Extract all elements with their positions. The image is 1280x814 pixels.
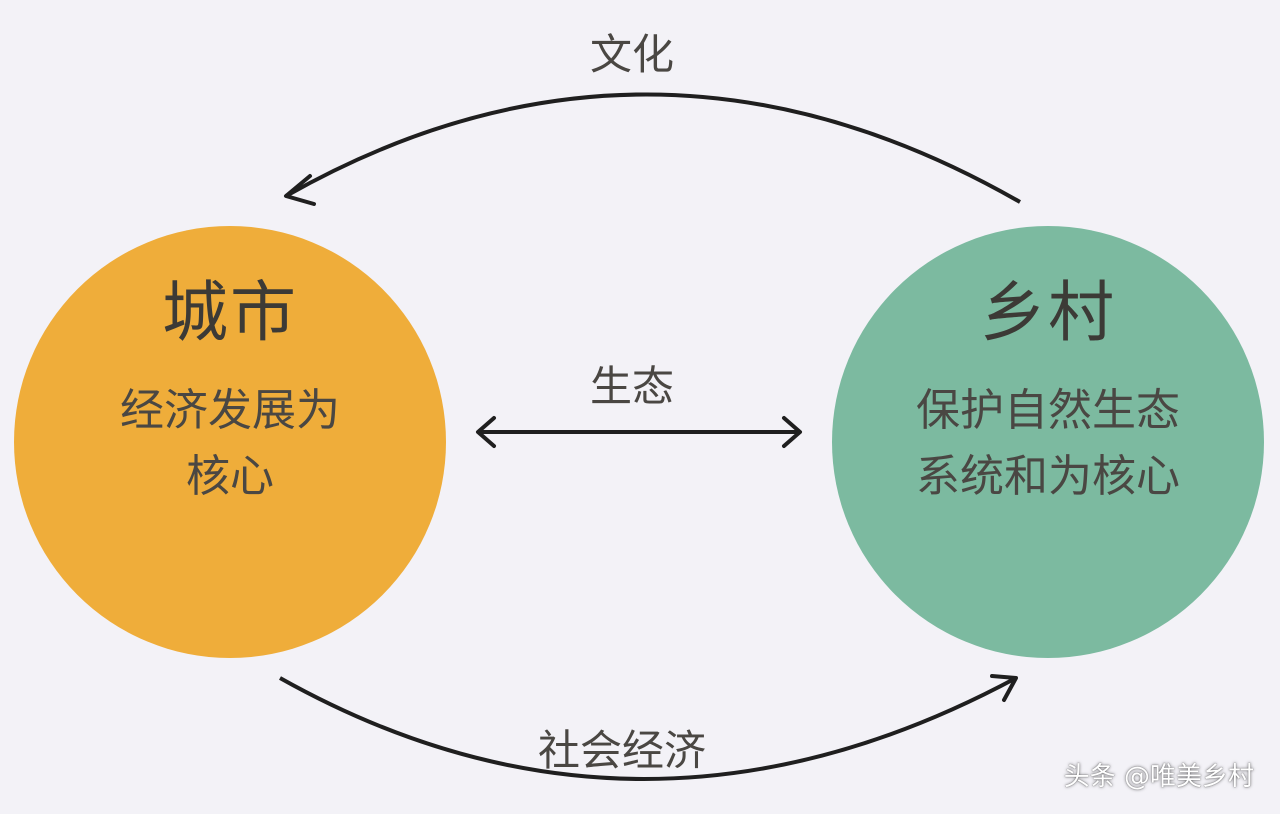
arrowhead-top-culture [284, 174, 316, 206]
arrow-bottom-socioeconomic [279, 676, 1017, 781]
edge-label-socioeconomic: 社会经济 [538, 726, 707, 775]
node-city-title: 城市 [162, 274, 298, 351]
arrowhead-bottom-socioeconomic [990, 674, 1018, 702]
watermark: 头条 @唯美乡村 [1063, 762, 1254, 792]
node-city-description: 经济发展为核心 [120, 385, 340, 502]
node-village: 乡村 保护自然生态系统和为核心 [832, 226, 1264, 658]
arrow-top-culture [285, 92, 1021, 204]
node-village-description: 保护自然生态系统和为核心 [916, 385, 1180, 502]
arrowhead-middle-right [782, 416, 802, 448]
node-village-title: 乡村 [980, 274, 1116, 351]
arrowhead-middle-left [476, 416, 496, 448]
edge-label-ecology: 生态 [590, 362, 675, 411]
edge-label-culture: 文化 [590, 30, 675, 79]
node-city: 城市 经济发展为核心 [14, 226, 446, 658]
